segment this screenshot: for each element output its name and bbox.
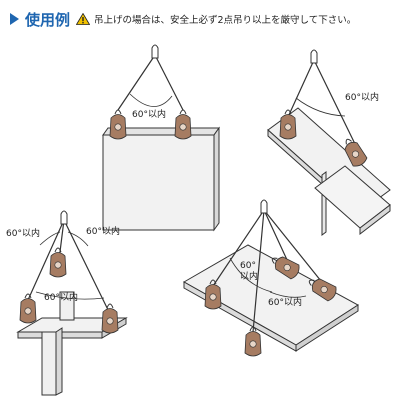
panel-angle-top-line1: 60° <box>240 261 256 271</box>
corner-right-angle-label: 60°以内 <box>86 225 120 237</box>
section-title: 使用例 <box>25 10 71 29</box>
panel-lift-diagram: 60° 以内 60°以内 <box>182 199 359 357</box>
panel-angle-bottom-label: 60°以内 <box>268 296 302 308</box>
header: 使用例 吊上げの場合は、安全上必ず2点吊り以上を厳守して下さい。 <box>10 10 357 29</box>
corner-lift-diagram: 60°以内 60°以内 60°以内 <box>6 210 128 396</box>
warning-icon <box>76 13 91 25</box>
plate-lift-diagram: 60°以内 <box>102 44 220 232</box>
beam-angle-label: 60°以内 <box>345 91 379 103</box>
corner-bottom-angle-label: 60°以内 <box>44 291 78 303</box>
plate-angle-label: 60°以内 <box>132 108 166 120</box>
beam-lift-diagram: 60°以内 <box>267 49 391 236</box>
panel-angle-top-line2: 以内 <box>240 270 258 282</box>
corner-left-angle-label: 60°以内 <box>6 227 40 239</box>
warning-text: 吊上げの場合は、安全上必ず2点吊り以上を厳守して下さい。 <box>94 15 357 26</box>
triangle-right-icon <box>10 13 19 25</box>
